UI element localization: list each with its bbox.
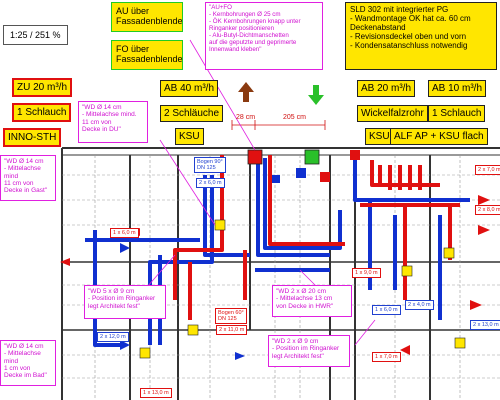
note-wd14-bad: "WD Ø 14 cm - Mittelachse mind 1 cm von … bbox=[0, 340, 56, 386]
length-2x110: 2 x 11,0 m bbox=[216, 325, 248, 336]
fo-facade-line2: Fassadenblende bbox=[116, 54, 183, 65]
au-fo-note-line3: - ÖK Kernbohrungen knapp unter bbox=[209, 17, 301, 25]
note-wd14-du-line3: 11 cm von bbox=[82, 118, 112, 126]
wickelfalz-label: Wickelfalzrohr bbox=[357, 105, 428, 123]
bogen-90-label: Bogen 90° DN 125 bbox=[194, 157, 226, 174]
sld-line1: SLD 302 mit integrierter PG bbox=[350, 5, 449, 14]
note-wd2x20-line2: - Mittelachse 13 cm bbox=[276, 295, 333, 303]
bogen-60-line1: Bogen 60° bbox=[218, 310, 244, 316]
note-wd14-bad-line1: "WD Ø 14 cm bbox=[4, 343, 44, 350]
au-fo-note-line4: Ringanker positionieren bbox=[209, 24, 275, 32]
dimension-205cm: 205 cm bbox=[283, 114, 306, 121]
sld-line4: - Revisionsdeckel oben und vorn bbox=[350, 31, 467, 41]
note-wd14-bad-line3: 1 cm von bbox=[4, 364, 31, 372]
note-wd2x9-line1: "WD 2 x Ø 9 cm bbox=[272, 338, 319, 345]
ab20-flow-label: AB 20 m³/h bbox=[357, 80, 416, 98]
note-wd2x20-line3: von Decke in HWR" bbox=[276, 302, 334, 310]
green-arrow-icon bbox=[308, 85, 324, 105]
note-wd14-du-line1: "WD Ø 14 cm bbox=[82, 104, 122, 111]
brown-arrow-icon bbox=[238, 82, 254, 102]
alf-ksu-label: ALF AP + KSU flach bbox=[390, 128, 488, 146]
length-1x60: 1 x 6,0 m bbox=[110, 228, 139, 239]
length-2x130: 2 x 13,0 m bbox=[470, 320, 500, 331]
length-2x80: 2 x 8,0 m bbox=[475, 205, 500, 216]
inno-sth-label: INNO-STH bbox=[3, 128, 62, 148]
note-wd5: "WD 5 x Ø 9 cm - Position im Ringanker l… bbox=[84, 285, 166, 319]
note-wd14-du-line4: Decke in DU" bbox=[82, 125, 121, 133]
ab10-flow-label: AB 10 m³/h bbox=[428, 80, 487, 98]
note-wd14-bad-line2: - Mittelachse mind bbox=[4, 350, 41, 365]
scale-box: 1:25 / 251 % bbox=[3, 25, 68, 46]
note-wd14-du: "WD Ø 14 cm - Mittelachse mind. 11 cm vo… bbox=[78, 101, 148, 143]
note-wd14-gast: "WD Ø 14 cm - Mittelachse mind 11 cm von… bbox=[0, 155, 56, 201]
length-1x70: 1 x 7,0 m bbox=[372, 352, 401, 363]
dimension-28cm: 28 cm bbox=[236, 114, 256, 121]
bogen-60-line2: DN 125 bbox=[218, 316, 237, 323]
bogen-90-line2: DN 125 bbox=[197, 165, 216, 172]
au-fo-note: "AU+FO - Kernbohrungen Ø 25 cm - ÖK Kern… bbox=[205, 2, 323, 70]
zu-flow-label: ZU 20 m³/h bbox=[12, 78, 73, 98]
one-hose-label: 1 Schlauch bbox=[12, 103, 72, 123]
length-2x40: 2 x 4,0 m bbox=[405, 300, 434, 311]
duct-components bbox=[139, 149, 466, 359]
note-wd5-line2: - Position im Ringanker bbox=[88, 295, 156, 303]
dimension-lines bbox=[231, 120, 326, 130]
note-wd2x9: "WD 2 x Ø 9 cm - Position im Ringanker l… bbox=[268, 335, 350, 367]
sld-line5: - Kondensatanschluss notwendig bbox=[350, 40, 468, 50]
note-wd2x9-line2: - Position im Ringanker bbox=[272, 345, 340, 353]
sld-302-box: SLD 302 mit integrierter PG - Wandmontag… bbox=[345, 2, 497, 70]
au-facade-line1: AU über bbox=[116, 6, 150, 16]
bogen-90-line1: Bogen 90° bbox=[197, 159, 223, 165]
note-wd14-bad-line4: Decke im Bad" bbox=[4, 372, 47, 380]
one-hose-right-label: 1 Schlauch bbox=[428, 105, 486, 123]
au-fo-note-line1: "AU+FO bbox=[209, 4, 232, 11]
note-wd14-gast-line2: - Mittelachse mind bbox=[4, 165, 41, 180]
fo-facade-label: FO über Fassadenblende bbox=[111, 40, 183, 70]
au-fo-note-line7: Innenwand kleben" bbox=[209, 45, 262, 53]
bogen-60-label: Bogen 60° DN 125 bbox=[215, 308, 247, 325]
note-wd5-line1: "WD 5 x Ø 9 cm bbox=[88, 288, 135, 295]
exhaust-ducts bbox=[173, 155, 460, 320]
note-wd14-gast-line1: "WD Ø 14 cm bbox=[4, 158, 44, 165]
note-wd14-du-line2: - Mittelachse mind. bbox=[82, 111, 137, 119]
two-hoses-label: 2 Schläuche bbox=[160, 105, 224, 123]
note-wd2x20-line1: "WD 2 x Ø 20 cm bbox=[276, 288, 326, 295]
au-fo-note-line2: - Kernbohrungen Ø 25 cm bbox=[209, 10, 281, 18]
note-wd14-gast-line4: Decke in Gast" bbox=[4, 187, 48, 195]
length-2x60-a: 2 x 6,0 m bbox=[196, 178, 225, 189]
note-wd2x20: "WD 2 x Ø 20 cm - Mittelachse 13 cm von … bbox=[272, 285, 352, 317]
note-wd2x9-line3: legt Architekt fest" bbox=[272, 352, 324, 360]
au-facade-line2: Fassadenblende bbox=[116, 16, 183, 27]
fo-facade-line1: FO über bbox=[116, 44, 150, 54]
au-fo-note-line6: auf die geputzte und geprimerte bbox=[209, 38, 297, 46]
length-1x130: 1 x 13,0 m bbox=[140, 388, 172, 399]
sld-line3: Deckenabstand bbox=[350, 22, 406, 32]
note-wd5-line3: legt Architekt fest" bbox=[88, 302, 140, 310]
length-1x90: 1 x 9,0 m bbox=[352, 268, 381, 279]
ab40-flow-label: AB 40 m³/h bbox=[160, 80, 219, 98]
au-facade-label: AU über Fassadenblende bbox=[111, 2, 183, 32]
supply-ducts bbox=[85, 158, 470, 347]
length-2x70: 2 x 7,0 m bbox=[475, 165, 500, 176]
ksu-mid-label: KSU bbox=[175, 128, 204, 146]
length-2x120: 2 x 12,0 m bbox=[97, 332, 129, 343]
length-1x60-b: 1 x 6,0 m bbox=[372, 305, 401, 316]
note-wd14-gast-line3: 11 cm von bbox=[4, 179, 34, 187]
sld-line2: - Wandmontage OK hat ca. 60 cm bbox=[350, 13, 471, 23]
supply-flow-arrows bbox=[120, 243, 245, 360]
au-fo-note-line5: - Alu-Butyl-Dichtmanschetten bbox=[209, 31, 289, 39]
floor-plan-walls bbox=[61, 147, 500, 400]
